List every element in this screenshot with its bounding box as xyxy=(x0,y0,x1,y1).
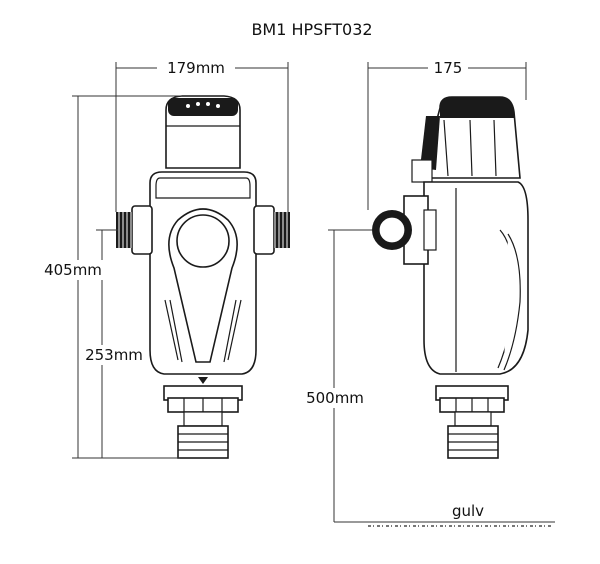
front-right-connection xyxy=(253,205,290,255)
side-valve-stem xyxy=(454,411,492,427)
front-sight-glass xyxy=(176,214,230,268)
connection-height-label: 253mm xyxy=(85,346,143,364)
side-view xyxy=(372,96,529,459)
floor-clearance-label: 500mm xyxy=(306,389,364,407)
side-head-lever xyxy=(420,116,440,170)
front-left-connection xyxy=(116,205,153,255)
floor-label: gulv xyxy=(452,502,484,520)
front-view xyxy=(116,95,290,459)
side-depth-label: 175 xyxy=(434,59,463,77)
front-cap-top xyxy=(168,98,238,116)
side-connection xyxy=(372,195,437,265)
total-height-label: 405mm xyxy=(44,261,102,279)
front-width-label: 179mm xyxy=(167,59,225,77)
drawing-title: BM1 HPSFT032 xyxy=(251,20,372,39)
front-body-band xyxy=(155,177,251,199)
front-valve-stem xyxy=(183,411,223,427)
